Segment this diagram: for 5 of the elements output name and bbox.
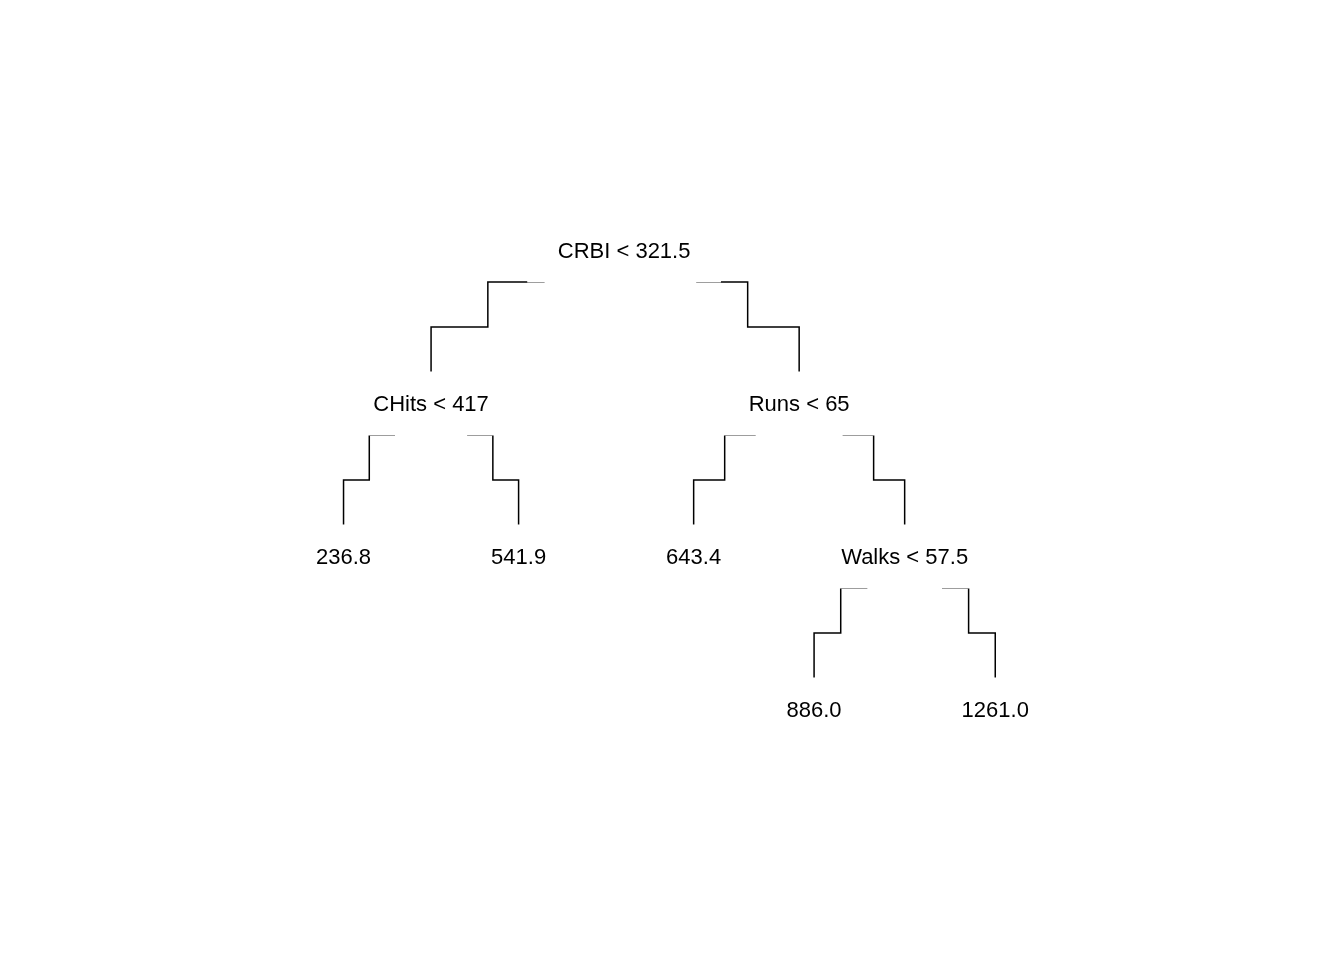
node-text: 236.8 — [315, 543, 371, 569]
node-text: 886.0 — [786, 696, 842, 722]
node-text: 541.9 — [490, 543, 546, 569]
node-text: 643.4 — [665, 543, 721, 569]
node-text: 1261.0 — [961, 696, 1029, 722]
